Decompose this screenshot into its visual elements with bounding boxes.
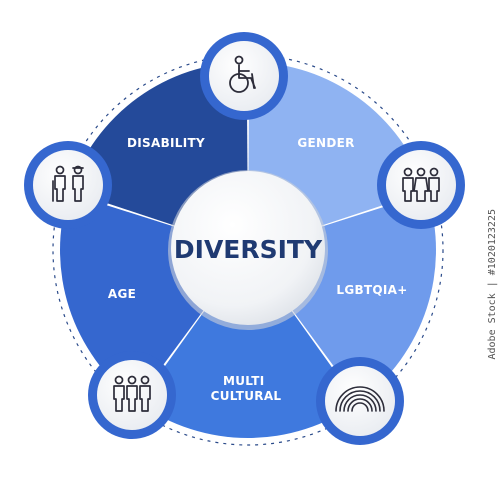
badge-age[interactable] [24, 141, 112, 229]
label-disability: DISABILITY [127, 136, 205, 150]
group-people-icon [113, 375, 151, 412]
watermark-text: Adobe Stock | #1020123225 [486, 209, 498, 360]
badge-lgbtqia[interactable] [316, 357, 404, 445]
label-lgbtqia: LGBTQIA+ [336, 283, 407, 297]
badge-multicultural[interactable] [88, 351, 176, 439]
elderly-people-icon [52, 165, 84, 202]
family-icon [402, 167, 440, 202]
rainbow-icon [335, 386, 385, 412]
segment-multicultural[interactable] [138, 250, 358, 439]
wheelchair-icon [229, 55, 256, 93]
dashed-orbit [52, 54, 444, 446]
label-multicultural: MULTI CULTURAL [211, 374, 282, 403]
badge-disability[interactable] [200, 32, 288, 120]
label-age: AGE [108, 287, 136, 301]
label-gender: GENDER [297, 136, 354, 150]
center-title: DIVERSITY [174, 235, 323, 264]
badge-gender[interactable] [377, 141, 465, 229]
segment-labels: DISABILITY GENDER LGBTQIA+ MULTI CULTURA… [108, 136, 407, 403]
center-disc [171, 171, 325, 325]
watermark: Adobe Stock | #1020123225 [486, 0, 498, 500]
